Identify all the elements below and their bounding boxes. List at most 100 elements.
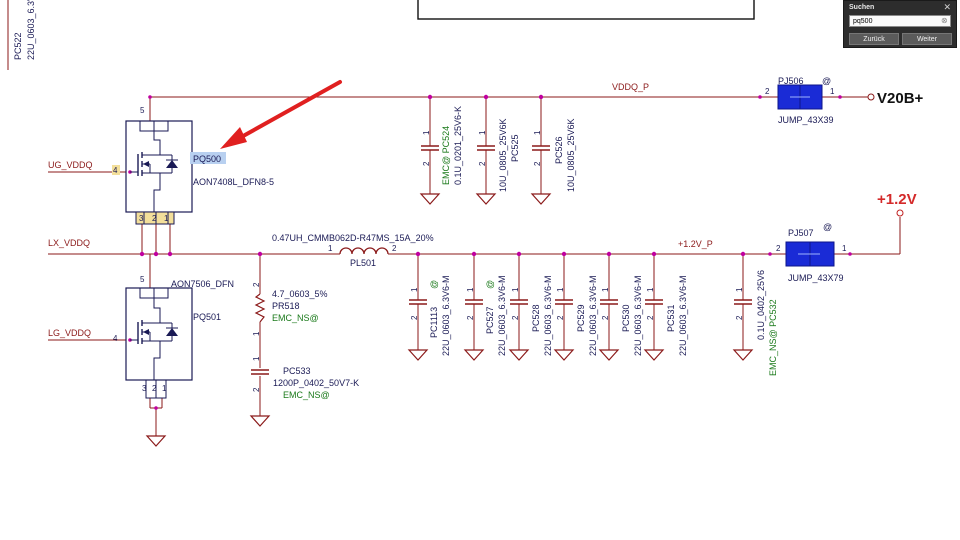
pl501-ref: PL501 bbox=[350, 258, 376, 268]
pc532-pin1: 1 bbox=[735, 287, 744, 292]
cap-pc532[interactable]: 1 2 0.1U_0402_25V6 EMC_NS@ PC532 bbox=[735, 270, 778, 376]
pj507-part: JUMP_43X79 bbox=[788, 273, 844, 283]
pc527-pin2: 2 bbox=[466, 315, 475, 320]
cap-pc527[interactable]: 1 2 @ PC527 22U_0603_6.3V6-M bbox=[466, 275, 507, 356]
pj506-at: @ bbox=[822, 76, 831, 86]
search-next-button[interactable]: Weiter bbox=[902, 33, 952, 45]
cap-pc525[interactable]: 1 2 10U_0805_25V6K PC525 bbox=[478, 118, 520, 192]
cap-pc1113[interactable]: 1 2 @ PC1113 22U_0603_6.3V6-M bbox=[410, 275, 451, 356]
pq500-pin-s2: 2 bbox=[152, 214, 157, 223]
cap-pc524[interactable]: 1 2 EMC@ PC524 0.1U_0201_25V6-K bbox=[422, 106, 463, 185]
pc1113-pin2: 2 bbox=[410, 315, 419, 320]
pq500-pin-s3: 3 bbox=[139, 214, 144, 223]
title-block-frame bbox=[417, 0, 755, 20]
pj507-pin2: 2 bbox=[776, 244, 781, 253]
pc528-pin2: 2 bbox=[511, 315, 520, 320]
pj507-jumper[interactable] bbox=[785, 241, 835, 267]
net-lx-vddq: LX_VDDQ bbox=[48, 238, 90, 248]
pc525-ref: PC525 bbox=[510, 134, 520, 162]
cap-pc529[interactable]: 1 2 PC529 22U_0603_6.3V6-M bbox=[556, 275, 598, 356]
pr518-value: 4.7_0603_5% bbox=[272, 289, 328, 299]
pr518-pin2: 2 bbox=[252, 282, 261, 287]
pq500-part: AON7408L_DFN8-5 bbox=[193, 177, 274, 187]
net-lg-vddq: LG_VDDQ bbox=[48, 328, 91, 338]
wires bbox=[48, 96, 901, 430]
pc532-value: 0.1U_0402_25V6 bbox=[756, 270, 766, 340]
pr518-resistor[interactable] bbox=[254, 293, 266, 323]
pc527-ref: PC527 bbox=[485, 306, 495, 334]
net-vddq-p: VDDQ_P bbox=[612, 82, 649, 92]
pc528-ref: PC528 bbox=[531, 304, 541, 332]
pc528-value: 22U_0603_6.3V6-M bbox=[543, 275, 553, 356]
pq500-gate-pin-bg bbox=[112, 165, 120, 175]
pc526-value: 10U_0805_25V6K bbox=[566, 118, 576, 192]
pc529-ref: PC529 bbox=[576, 304, 586, 332]
pc530-pin1: 1 bbox=[601, 287, 610, 292]
pc524-value: 0.1U_0201_25V6-K bbox=[453, 106, 463, 185]
pr518-ref: PR518 bbox=[272, 301, 300, 311]
pc526-ref: PC526 bbox=[554, 136, 564, 164]
pq501-pin-s2: 2 bbox=[152, 384, 157, 393]
pq500-search-highlight bbox=[190, 152, 226, 164]
close-icon[interactable]: ✕ bbox=[943, 2, 951, 12]
pj507-at: @ bbox=[823, 222, 832, 232]
pq500-ref[interactable]: PQ500 bbox=[193, 154, 221, 164]
pl501-pin2: 2 bbox=[392, 244, 397, 253]
pj506-pin1: 1 bbox=[830, 87, 835, 96]
pc530-value: 22U_0603_6.3V6-M bbox=[633, 275, 643, 356]
junction-dots bbox=[128, 94, 852, 410]
pl501-inductor[interactable] bbox=[332, 247, 392, 255]
pq501-pin-s3: 3 bbox=[142, 384, 147, 393]
pc531-ref: PC531 bbox=[666, 304, 676, 332]
cap-pc528[interactable]: 1 2 PC528 22U_0603_6.3V6-M bbox=[511, 275, 553, 356]
pc1113-value: 22U_0603_6.3V6-M bbox=[441, 275, 451, 356]
net-ug-vddq: UG_VDDQ bbox=[48, 160, 93, 170]
pq501-pin-g: 4 bbox=[113, 334, 118, 343]
pj506-part: JUMP_43X39 bbox=[778, 115, 834, 125]
pc1113-pin1: 1 bbox=[410, 287, 419, 292]
pc1113-at: @ bbox=[429, 280, 439, 289]
annotation-arrow bbox=[220, 80, 342, 149]
cap-pc531[interactable]: 1 2 PC531 22U_0603_6.3V6-M bbox=[646, 275, 688, 356]
pc533-ref[interactable]: PC533 bbox=[283, 366, 311, 376]
pc529-pin2: 2 bbox=[556, 315, 565, 320]
pq501-pin-s1: 1 bbox=[162, 384, 167, 393]
pc530-pin2: 2 bbox=[601, 315, 610, 320]
pq501-ref[interactable]: PQ501 bbox=[193, 312, 221, 322]
pj507-pin1: 1 bbox=[842, 244, 847, 253]
pj506-jumper[interactable] bbox=[777, 84, 823, 110]
pc532-ref: EMC_NS@ PC532 bbox=[768, 299, 778, 376]
search-back-button[interactable]: Zurück bbox=[849, 33, 899, 45]
pc526-pin1: 1 bbox=[533, 130, 542, 135]
pc531-pin1: 1 bbox=[646, 287, 655, 292]
pq500-pin-d: 5 bbox=[140, 106, 145, 115]
clear-search-icon[interactable]: ⊗ bbox=[941, 16, 948, 25]
pc524-pin1: 1 bbox=[422, 130, 431, 135]
pq501-pin-d: 5 bbox=[140, 275, 145, 284]
pq500-mosfet[interactable] bbox=[125, 120, 193, 225]
v20b-port-icon bbox=[867, 93, 875, 101]
pc525-pin2: 2 bbox=[478, 161, 487, 166]
pc533-value: 1200P_0402_50V7-K bbox=[273, 378, 359, 388]
pq501-mosfet[interactable] bbox=[125, 287, 193, 399]
pj506-pin2: 2 bbox=[765, 87, 770, 96]
pc1113-ref: PC1113 bbox=[429, 307, 439, 338]
pl501-part: 0.47UH_CMMB062D-R47MS_15A_20% bbox=[272, 233, 434, 243]
pc527-at: @ bbox=[485, 280, 495, 289]
pq500-pin-g: 4 bbox=[113, 166, 118, 175]
p1v2-port-icon bbox=[896, 209, 904, 217]
pc524-pin2: 2 bbox=[422, 161, 431, 166]
cap-pc530[interactable]: 1 2 PC530 22U_0603_6.3V6-M bbox=[601, 275, 643, 356]
pc525-pin1: 1 bbox=[478, 130, 487, 135]
search-input[interactable] bbox=[849, 15, 951, 27]
pj506-ref: PJ506 bbox=[778, 76, 804, 86]
pc528-pin1: 1 bbox=[511, 287, 520, 292]
pc532-pin2: 2 bbox=[735, 315, 744, 320]
net-v20b: V20B+ bbox=[877, 90, 924, 107]
pl501-pin1: 1 bbox=[328, 244, 333, 253]
pc527-pin1: 1 bbox=[466, 287, 475, 292]
pc531-pin2: 2 bbox=[646, 315, 655, 320]
search-dialog: Suchen ✕ ⊗ Zurück Weiter bbox=[843, 0, 957, 48]
cap-pc526[interactable]: 1 2 PC526 10U_0805_25V6K bbox=[533, 118, 576, 192]
